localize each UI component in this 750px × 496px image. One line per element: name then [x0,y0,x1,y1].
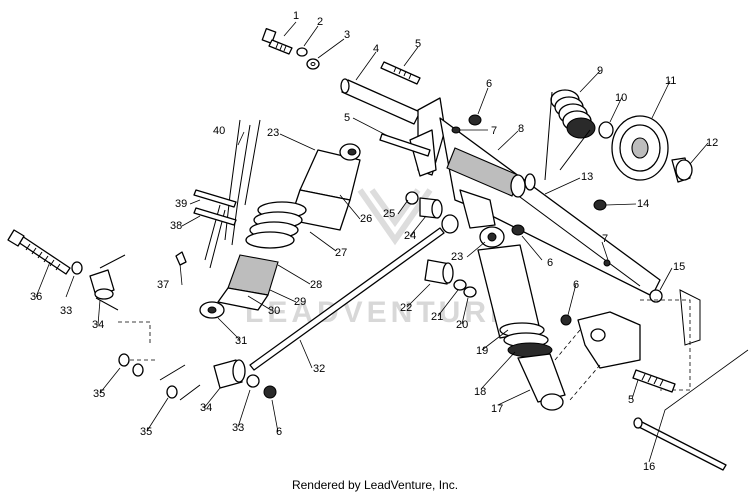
callout-6-lower: 6 [276,426,282,438]
callout-34-left: 34 [92,319,104,331]
washer-35-lower [166,385,178,399]
nut-6-right [560,314,572,326]
sleeve-8 [446,147,536,198]
clip-37 [175,251,187,266]
bushing-22 [424,259,454,285]
callout-13: 13 [581,171,593,183]
callout-7-top: 7 [491,125,497,137]
dash-lines-left-lower [118,321,155,361]
callout-38: 38 [170,220,182,232]
nut-6-lower [263,385,277,399]
idler-wheel-11 [611,115,669,181]
callout-31: 31 [235,335,247,347]
cable-tie-38 [193,207,237,226]
callout-17: 17 [491,403,503,415]
callout-7-arm: 7 [602,233,608,245]
bolt-5-mid [379,133,431,157]
bolt-5-top [380,61,421,85]
callout-18: 18 [474,386,486,398]
callout-26: 26 [360,213,372,225]
callout-30: 30 [268,305,280,317]
washer-33-left [71,261,83,275]
callout-6-right: 6 [573,279,579,291]
callout-9: 9 [597,65,603,77]
link-rod-32 [249,227,445,371]
footer-credit: Rendered by LeadVenture, Inc. [291,478,459,492]
callout-14: 14 [637,198,649,210]
callout-32: 32 [313,363,325,375]
callout-12: 12 [706,137,718,149]
sleeve-24 [419,197,443,219]
pivot-15 [649,289,663,303]
bolt-1 [261,28,293,55]
callout-23-left: 23 [267,127,279,139]
bushing-12 [671,157,693,183]
callout-5-lower: 5 [628,394,634,406]
callout-3: 3 [344,29,350,41]
spacer-34-right [213,359,246,389]
washer-3 [306,58,320,70]
nut-6-top [468,114,482,126]
callout-33-left: 33 [60,305,72,317]
cable-tie-39 [193,189,237,208]
long-bolt-36 [7,229,71,275]
callout-34-right: 34 [200,402,212,414]
callout-1: 1 [293,10,299,22]
washer-10 [598,121,614,139]
callout-27: 27 [335,247,347,259]
callout-20: 20 [456,319,468,331]
callout-15: 15 [673,261,685,273]
callout-4: 4 [373,43,379,55]
torsion-spring-9 [544,89,596,181]
washer-2 [296,47,308,57]
washer-7-arm [603,259,611,267]
watermark: LEADVENTURE [245,188,514,329]
shaft-4 [340,78,421,125]
callout-35-lower: 35 [140,426,152,438]
spacer-34-left [89,269,115,300]
watermark-text: LEADVENTURE [245,296,514,329]
callout-8: 8 [518,123,524,135]
callout-39: 39 [175,198,187,210]
callout-6-top: 6 [486,78,492,90]
callout-16: 16 [643,461,655,473]
callout-23-right: 23 [451,251,463,263]
callout-labels: 1 2 3 4 5 5 5 6 6 6 6 7 7 8 9 10 11 12 1… [30,10,718,473]
callout-37: 37 [157,279,169,291]
dash-lines-lower [159,364,201,401]
nut-14 [593,199,607,211]
callout-10: 10 [615,92,627,104]
callout-11: 11 [665,75,676,87]
callout-29: 29 [294,296,306,308]
callout-33-right: 33 [232,422,244,434]
callout-22: 22 [400,302,412,314]
callout-6-arm: 6 [547,257,553,269]
washer-20 [463,286,477,298]
shock-absorber-right [477,226,566,411]
washer-33-right [246,374,260,388]
bushing-25 [405,191,419,205]
callout-5-top: 5 [415,38,421,50]
callout-21: 21 [431,311,443,323]
callout-25: 25 [383,208,395,220]
callout-19: 19 [476,345,488,357]
callout-24: 24 [404,230,416,242]
nut-6-arm [511,224,525,236]
callout-35-left: 35 [93,388,105,400]
callout-28: 28 [310,279,322,291]
washer-21 [453,279,467,291]
leader-lines [35,21,749,463]
callout-36: 36 [30,291,42,303]
callout-5-mid: 5 [344,112,350,124]
mount-bracket [554,289,701,401]
washer-7-top [451,126,461,134]
bolt-5-lower [632,369,676,393]
shock-absorber-left [199,143,361,319]
spacer-24 [441,214,459,234]
callout-40: 40 [213,125,225,137]
washer-35-left [118,353,130,367]
callout-2: 2 [317,16,323,28]
